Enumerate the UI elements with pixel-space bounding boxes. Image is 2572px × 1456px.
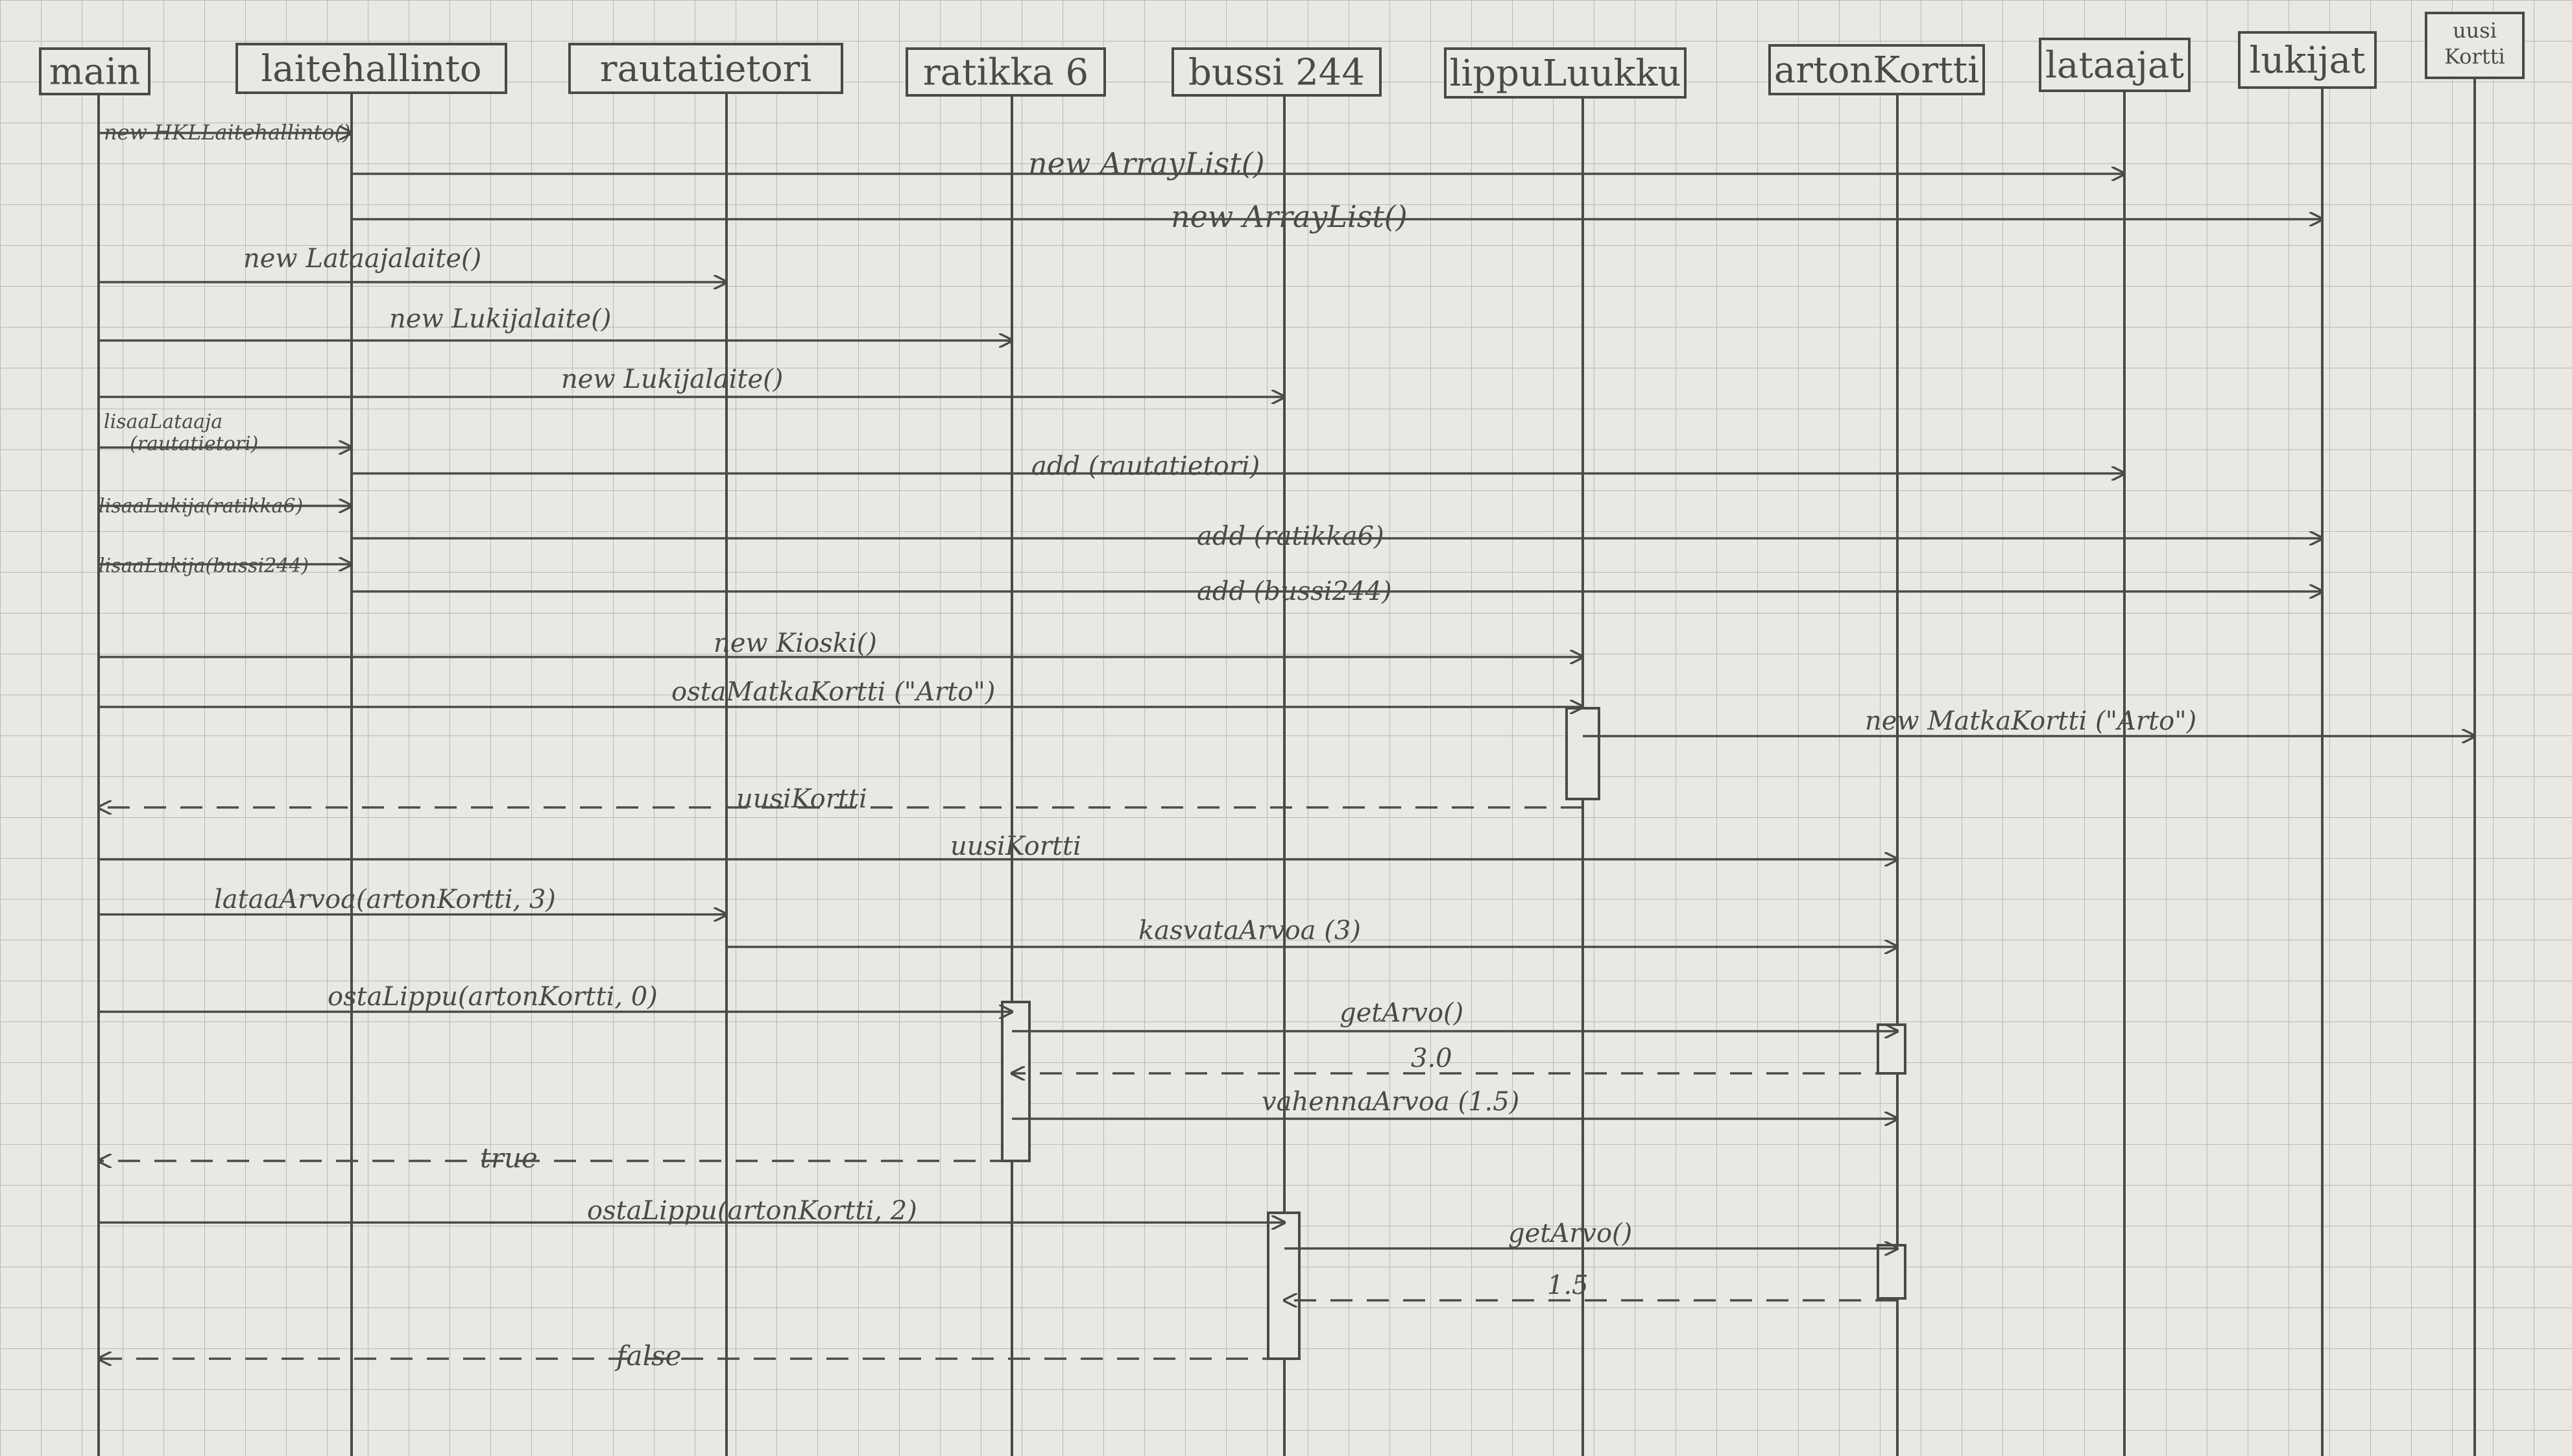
participant-ratikka6: ratikka 6 bbox=[906, 47, 1106, 97]
call-message: add (rautatietori) bbox=[352, 451, 2124, 481]
message-label: getArvo() bbox=[1508, 1219, 1632, 1248]
message-label: uusiKortti bbox=[950, 831, 1081, 861]
call-message: vahennaArvoa (1.5) bbox=[1012, 1087, 1897, 1119]
participant-main: main bbox=[39, 47, 150, 95]
participant-label: lippuLuukku bbox=[1450, 53, 1681, 95]
message-label: new Lukijalaite() bbox=[389, 304, 611, 334]
activation-artonKortti bbox=[1877, 1244, 1906, 1300]
activation-lippuLuukku bbox=[1565, 707, 1600, 800]
call-message: lataaArvoa(artonKortti, 3) bbox=[99, 885, 727, 914]
message-label: ostaLippu(artonKortti, 0) bbox=[328, 982, 658, 1012]
call-message: ostaMatkaKortti ("Arto") bbox=[99, 677, 1583, 707]
return-message: 3.0 bbox=[1012, 1044, 1897, 1073]
participant-lataajat: lataajat bbox=[2039, 38, 2191, 92]
call-message: getArvo() bbox=[1012, 998, 1897, 1031]
message-label: lataaArvoa(artonKortti, 3) bbox=[214, 885, 556, 914]
message-label: lisaaLukija(ratikka6) bbox=[99, 495, 303, 518]
message-label: new ArrayList() bbox=[1028, 146, 1265, 181]
message-label: new Lataajalaite() bbox=[243, 244, 481, 274]
return-message: true bbox=[99, 1142, 1012, 1174]
call-message: kasvataArvoa (3) bbox=[727, 916, 1897, 947]
call-message: new Kioski() bbox=[99, 628, 1583, 658]
message-label: ostaLippu(artonKortti, 2) bbox=[587, 1196, 917, 1226]
message-label: false bbox=[614, 1340, 681, 1372]
message-label: add (rautatietori) bbox=[1031, 451, 1260, 481]
activation-ratikka6 bbox=[1001, 1001, 1031, 1162]
participant-label: ratikka 6 bbox=[923, 52, 1088, 94]
participant-artonKortti: artonKortti bbox=[1768, 44, 1985, 95]
call-message: new ArrayList() bbox=[352, 146, 2124, 181]
call-message: getArvo() bbox=[1284, 1219, 1897, 1248]
call-message: uusiKortti bbox=[99, 831, 1897, 861]
activation-bussi244 bbox=[1267, 1211, 1301, 1360]
message-label: kasvataArvoa (3) bbox=[1138, 916, 1361, 946]
message-label: new ArrayList() bbox=[1171, 199, 1408, 234]
call-message: ostaLippu(artonKortti, 2) bbox=[99, 1196, 1284, 1226]
call-message: new MatkaKortti ("Arto") bbox=[1583, 706, 2475, 736]
return-message: false bbox=[99, 1340, 1284, 1372]
message-label: true bbox=[480, 1142, 538, 1174]
call-message: new Lukijalaite() bbox=[99, 364, 1284, 397]
message-label: new HKLLaitehallinto() bbox=[104, 120, 351, 145]
call-message: new ArrayList() bbox=[352, 199, 2322, 234]
call-message: new Lukijalaite() bbox=[99, 304, 1012, 340]
message-label: ostaMatkaKortti ("Arto") bbox=[671, 677, 995, 707]
call-message: ostaLippu(artonKortti, 0) bbox=[99, 982, 1012, 1012]
participant-bussi244: bussi 244 bbox=[1172, 47, 1382, 97]
participant-rautatietori: rautatietori bbox=[568, 43, 843, 94]
message-label: uusiKortti bbox=[736, 784, 867, 814]
message-label: new Kioski() bbox=[714, 628, 877, 658]
participant-lukijat: lukijat bbox=[2238, 31, 2377, 89]
participant-label: lukijat bbox=[2249, 40, 2366, 82]
participant-label: rautatietori bbox=[600, 48, 812, 90]
participant-label: bussi 244 bbox=[1188, 52, 1365, 94]
participant-label: main bbox=[49, 51, 140, 93]
call-message: new HKLLaitehallinto() bbox=[99, 120, 352, 145]
return-message: 1.5 bbox=[1284, 1271, 1897, 1300]
message-label: add (ratikka6) bbox=[1197, 521, 1384, 551]
participant-lippuLuukku: lippuLuukku bbox=[1444, 47, 1687, 99]
message-label: vahennaArvoa (1.5) bbox=[1262, 1087, 1519, 1117]
message-label: getArvo() bbox=[1340, 998, 1463, 1028]
participant-laitehallinto: laitehallinto bbox=[235, 43, 507, 94]
message-label: new MatkaKortti ("Arto") bbox=[1865, 706, 2196, 736]
message-label: new Lukijalaite() bbox=[561, 364, 783, 394]
message-label: 3.0 bbox=[1411, 1044, 1452, 1073]
call-message: lisaaLukija(bussi244) bbox=[99, 555, 352, 577]
message-label: 1.5 bbox=[1547, 1271, 1589, 1300]
participant-label: laitehallinto bbox=[261, 48, 481, 90]
call-message: add (bussi244) bbox=[352, 577, 2322, 606]
call-message: lisaaLataaja(rautatietori) bbox=[99, 411, 352, 455]
messages: new HKLLaitehallinto() new ArrayList() new… bbox=[99, 120, 2475, 1372]
return-message: uusiKortti bbox=[99, 784, 1583, 814]
call-message: new Lataajalaite() bbox=[99, 244, 727, 282]
message-label: lisaaLataaja(rautatietori) bbox=[104, 411, 258, 455]
participants: main laitehallinto rautatietori ratikka 6 bu… bbox=[39, 12, 2525, 99]
participant-label: lataajat bbox=[2045, 45, 2184, 87]
participant-label: artonKortti bbox=[1774, 49, 1979, 91]
message-label: lisaaLukija(bussi244) bbox=[99, 555, 309, 577]
call-message: lisaaLukija(ratikka6) bbox=[99, 495, 352, 518]
call-message: add (ratikka6) bbox=[352, 521, 2322, 551]
message-label: add (bussi244) bbox=[1197, 577, 1392, 606]
